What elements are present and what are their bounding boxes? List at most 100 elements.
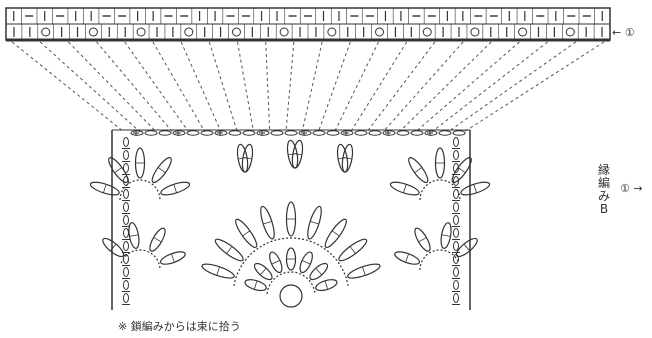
petal-bar	[362, 267, 366, 275]
ruler-stitch	[518, 27, 528, 37]
top-chain-stitch	[200, 130, 214, 136]
guide-line	[39, 41, 141, 133]
petal-stitch	[291, 139, 304, 169]
side-chain-stitch	[123, 267, 129, 277]
side-chain-columns	[122, 137, 460, 305]
petal-bar	[293, 153, 302, 156]
petal-stitch	[128, 222, 140, 249]
fan-arc	[233, 237, 349, 287]
top-chain-stitch	[340, 130, 354, 136]
ruler-stitch	[375, 27, 385, 37]
petal-bar	[343, 157, 352, 160]
side-chain-stitch	[123, 163, 129, 173]
top-chain-stitch	[228, 130, 242, 136]
guide-line	[350, 41, 408, 133]
guide-line	[398, 41, 492, 133]
top-plus-stitch	[301, 130, 307, 136]
petal-stitch	[285, 201, 297, 237]
ruler-stitch	[136, 27, 146, 37]
petal-stitch	[134, 147, 146, 179]
guide-line	[463, 41, 605, 133]
petal-bar	[171, 254, 175, 262]
petal-bar	[216, 267, 220, 275]
petal-bar	[302, 260, 311, 265]
petal-bar	[110, 244, 117, 251]
top-plus-stitch	[133, 130, 139, 136]
petal-bar	[418, 237, 427, 243]
petal-stitch	[102, 237, 125, 258]
petal-stitch	[149, 227, 166, 252]
petal-stitch	[389, 181, 420, 196]
petal-stitch	[394, 251, 421, 265]
top-chain-stitch	[312, 130, 326, 136]
petal-bar	[243, 157, 252, 160]
fan-arc	[266, 271, 316, 294]
guide-line	[382, 41, 464, 133]
petal-stitch	[324, 218, 347, 249]
ruler-stitch	[279, 27, 289, 37]
fan-arc	[120, 249, 161, 270]
petal-stitch	[414, 227, 431, 252]
petal-bar	[458, 167, 466, 173]
petal-stitch	[338, 238, 368, 262]
top-chain-stitch	[172, 130, 186, 136]
side-chain-stitch	[453, 150, 459, 160]
side-row-marker: ① →	[620, 182, 643, 195]
top-plus-stitch	[427, 130, 433, 136]
pick-up-guide-lines	[11, 41, 605, 133]
petal-bar	[153, 237, 162, 243]
petal-bar	[114, 167, 122, 173]
fan-motifs	[89, 139, 491, 294]
petal-stitch	[434, 147, 446, 179]
guide-line	[334, 41, 379, 133]
ruler-stitch	[565, 27, 575, 37]
top-plus-stitch	[217, 130, 223, 136]
edging-label: 縁 編 み B	[597, 164, 611, 216]
ruler-bottom-row	[13, 24, 603, 40]
ruler-stitch	[231, 27, 241, 37]
top-chain-stitch	[368, 130, 382, 136]
top-chain-stitch	[396, 130, 410, 136]
guide-line	[301, 41, 323, 133]
petal-bar	[403, 184, 407, 193]
guide-line	[265, 41, 271, 133]
petal-stitch	[440, 222, 452, 249]
top-chain-stitch	[298, 130, 312, 136]
side-chain-stitch	[123, 137, 129, 147]
petal-stitch	[151, 157, 172, 184]
petal-bar	[158, 167, 166, 173]
side-chain-stitch	[123, 228, 129, 238]
row-marker-label: ← ①	[612, 26, 635, 39]
fan-arc	[419, 179, 461, 201]
guide-line	[152, 41, 206, 133]
side-chain-stitch	[453, 293, 459, 303]
top-chain-stitch	[284, 130, 298, 136]
petal-bar	[271, 260, 280, 265]
petal-bar	[310, 221, 319, 225]
top-chain-stitch	[186, 130, 200, 136]
side-chain-stitch	[123, 280, 129, 290]
top-chain-stitch	[410, 130, 424, 136]
guide-line	[447, 41, 577, 133]
top-chain-stitch	[424, 130, 438, 136]
petal-stitch	[260, 205, 275, 240]
side-chain-stitch	[453, 202, 459, 212]
top-chain-stitch	[354, 130, 368, 136]
ruler-top-row	[13, 8, 603, 24]
top-plus-stitch	[343, 130, 349, 136]
top-chain-stitch	[452, 130, 466, 136]
guide-line	[68, 41, 157, 133]
top-chain-stitch	[144, 130, 158, 136]
center-ring	[279, 284, 303, 308]
petal-stitch	[460, 181, 491, 196]
top-chain-stitch	[158, 130, 172, 136]
petal-stitch	[408, 157, 429, 184]
petal-stitch	[89, 181, 120, 196]
guide-line	[431, 41, 548, 133]
petal-bar	[350, 246, 356, 254]
petal-bar	[103, 184, 107, 193]
petal-stitch	[269, 251, 283, 274]
petal-stitch	[201, 263, 235, 279]
top-chain-stitch	[242, 130, 256, 136]
